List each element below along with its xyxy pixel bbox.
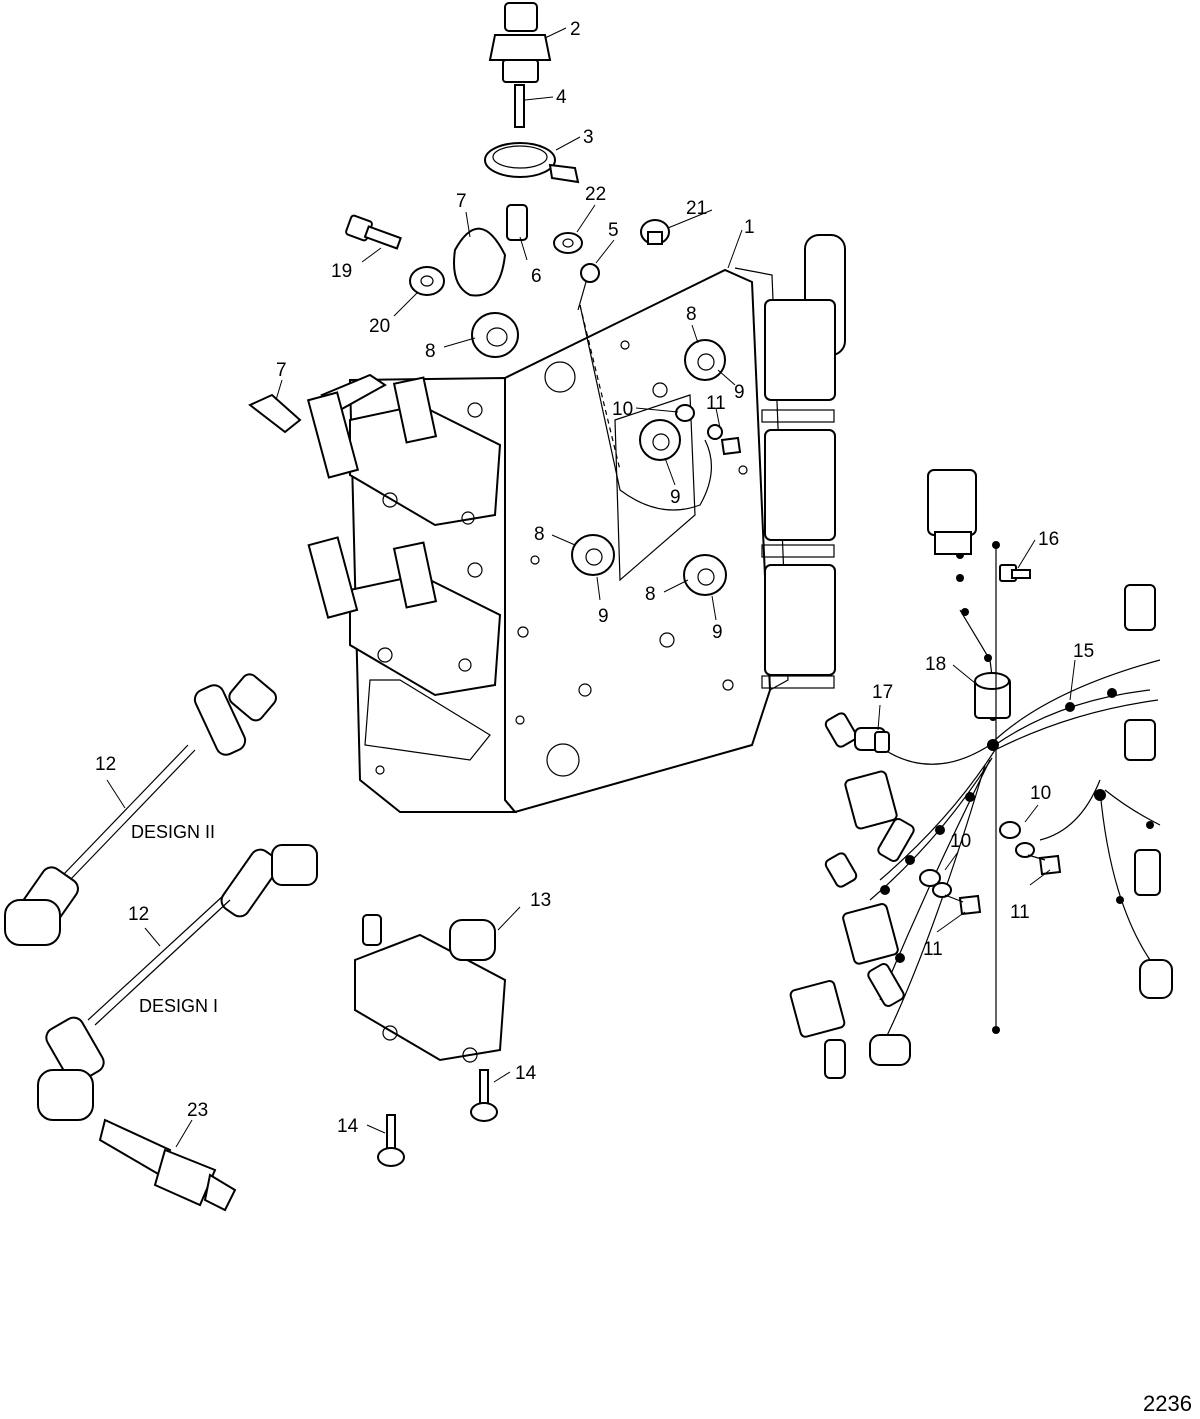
- callout-17: 17: [872, 682, 893, 703]
- coil-row-right: [761, 234, 846, 689]
- callout-3: 3: [583, 127, 594, 148]
- callout-18: 18: [925, 654, 946, 675]
- callout-2: 2: [570, 19, 581, 40]
- callout-15: 15: [1073, 641, 1094, 662]
- callout-11b: 11: [1010, 902, 1030, 923]
- ring-terminal-5: [577, 263, 600, 311]
- grommet-8-top: [471, 312, 519, 358]
- ground-hardware: [919, 821, 1062, 916]
- callout-9a: 9: [734, 382, 745, 403]
- sleeve-18: [974, 672, 1011, 719]
- callout-5: 5: [608, 220, 619, 241]
- label-design-ii: DESIGN II: [131, 822, 215, 842]
- callout-1: 1: [744, 217, 755, 238]
- bolt-14a: [470, 1069, 498, 1122]
- callouts: 2 4 3 7 22 21 5 1 19 6 20 8 7 8 9 10 11 …: [95, 19, 1094, 1137]
- spark-plug-lead-design-i: [37, 844, 318, 1121]
- callout-14b: 14: [337, 1116, 359, 1137]
- callout-23: 23: [187, 1100, 208, 1121]
- callout-14a: 14: [515, 1063, 537, 1084]
- seal-7-top: [453, 227, 507, 297]
- seal-7-left: [248, 393, 302, 434]
- callout-10c: 10: [950, 831, 971, 852]
- spark-plug-23: [98, 1118, 237, 1212]
- coil-pack-lower: [307, 536, 502, 697]
- callout-20: 20: [369, 316, 390, 337]
- leader-lines: [106, 27, 1076, 1148]
- stud-16: [999, 564, 1031, 582]
- washer-20: [409, 266, 445, 296]
- grommets-8-9: [571, 339, 742, 596]
- callout-11c: 11: [923, 939, 943, 960]
- probe-4: [514, 84, 525, 128]
- callout-21: 21: [686, 198, 707, 219]
- callout-7a: 7: [456, 191, 467, 212]
- callout-10b: 10: [1030, 783, 1051, 804]
- callout-7b: 7: [276, 360, 287, 381]
- fitting-6: [506, 204, 528, 241]
- sensor-2: [488, 2, 552, 83]
- ignition-coil-13: [354, 914, 507, 1063]
- callout-6: 6: [531, 266, 542, 287]
- washer-22: [553, 232, 583, 254]
- ground-line: [992, 541, 1000, 1034]
- label-design-i: DESIGN I: [139, 996, 218, 1016]
- bolt-19: [345, 214, 402, 250]
- callout-10a: 10: [612, 399, 633, 420]
- bolt-14b: [377, 1114, 405, 1167]
- clamp-3: [484, 142, 580, 184]
- callout-13: 13: [530, 890, 551, 911]
- callout-22: 22: [585, 184, 606, 205]
- callout-11a: 11: [706, 393, 726, 414]
- callout-9d: 9: [712, 622, 723, 643]
- callout-16: 16: [1038, 529, 1059, 550]
- figure-number: 2236: [1143, 1391, 1192, 1416]
- callout-19: 19: [331, 261, 352, 282]
- callout-8b: 8: [686, 304, 697, 325]
- connector-17: [854, 727, 890, 753]
- coil-pack-upper: [306, 373, 502, 527]
- callout-4: 4: [556, 87, 567, 108]
- wiring-harness-15: [859, 551, 1161, 1051]
- callout-9b: 9: [670, 487, 681, 508]
- callout-8a: 8: [425, 341, 436, 362]
- callout-8d: 8: [645, 584, 656, 605]
- callout-12b: 12: [128, 904, 149, 925]
- harness-connectors: [789, 469, 1173, 1079]
- spark-plug-lead-design-ii: [4, 673, 277, 946]
- grommet-21: [640, 219, 670, 245]
- callout-9c: 9: [598, 606, 609, 627]
- callout-8c: 8: [534, 524, 545, 545]
- callout-12a: 12: [95, 754, 116, 775]
